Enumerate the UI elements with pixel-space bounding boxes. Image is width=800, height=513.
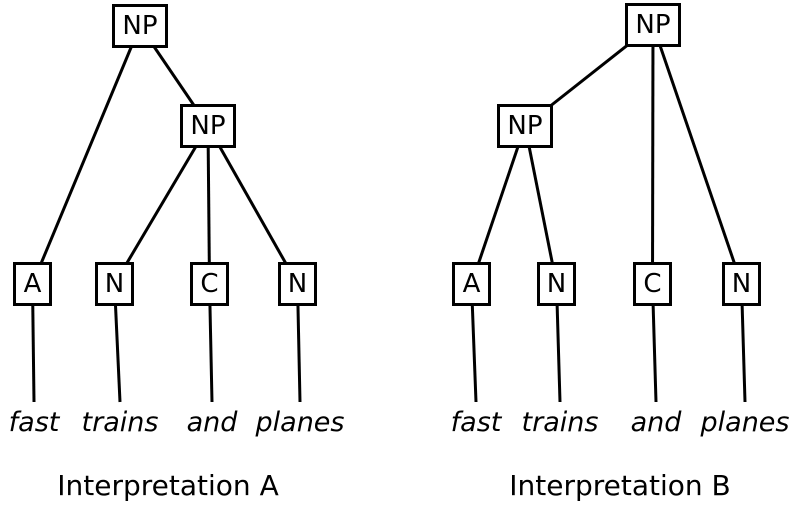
tree-a-word-planes: planes [255, 407, 345, 438]
tree-a-leaf-n1-node: N [95, 262, 134, 306]
tree-b-caption: Interpretation B [509, 469, 731, 502]
tree-a-inner-np-node: NP [180, 104, 236, 148]
tree-b-leaf-c-node: C [633, 262, 672, 306]
tree-a-word-trains: trains [81, 407, 159, 438]
tree-b-edge-root-leaf2 [651, 24, 655, 285]
tree-a-word-and: and [186, 407, 238, 438]
tree-b-edge-inner-leaf1 [523, 125, 558, 285]
tree-a-word-fast: fast [8, 407, 60, 438]
tree-b-edge-inner-leaf0 [470, 125, 527, 285]
tree-a-leaf-n2-node: N [278, 262, 317, 306]
tree-b-leaf-n1-node: N [537, 262, 576, 306]
tree-a-edge-inner-leaf2 [206, 125, 211, 285]
tree-a-edge-root-leaf0 [31, 25, 142, 285]
tree-b-word-planes: planes [700, 407, 790, 438]
tree-a-edge-inner-leaf1 [113, 125, 210, 285]
tree-b-inner-np-node: NP [497, 104, 553, 148]
tree-a-caption: Interpretation A [57, 469, 279, 502]
tree-a-leaf-c-node: C [190, 262, 229, 306]
tree-b-word-fast: fast [450, 407, 502, 438]
tree-a-leaf-a-node: A [13, 262, 52, 306]
tree-b-root-np-node: NP [625, 3, 681, 47]
tree-a-edge-inner-leaf3 [206, 125, 299, 285]
tree-b-word-and: and [630, 407, 682, 438]
tree-b-leaf-n2-node: N [722, 262, 761, 306]
tree-b-leaf-a-node: A [452, 262, 491, 306]
tree-b-word-trains: trains [521, 407, 599, 438]
tree-a-root-np-node: NP [112, 4, 168, 48]
tree-b-edge-root-leaf3 [651, 24, 743, 285]
